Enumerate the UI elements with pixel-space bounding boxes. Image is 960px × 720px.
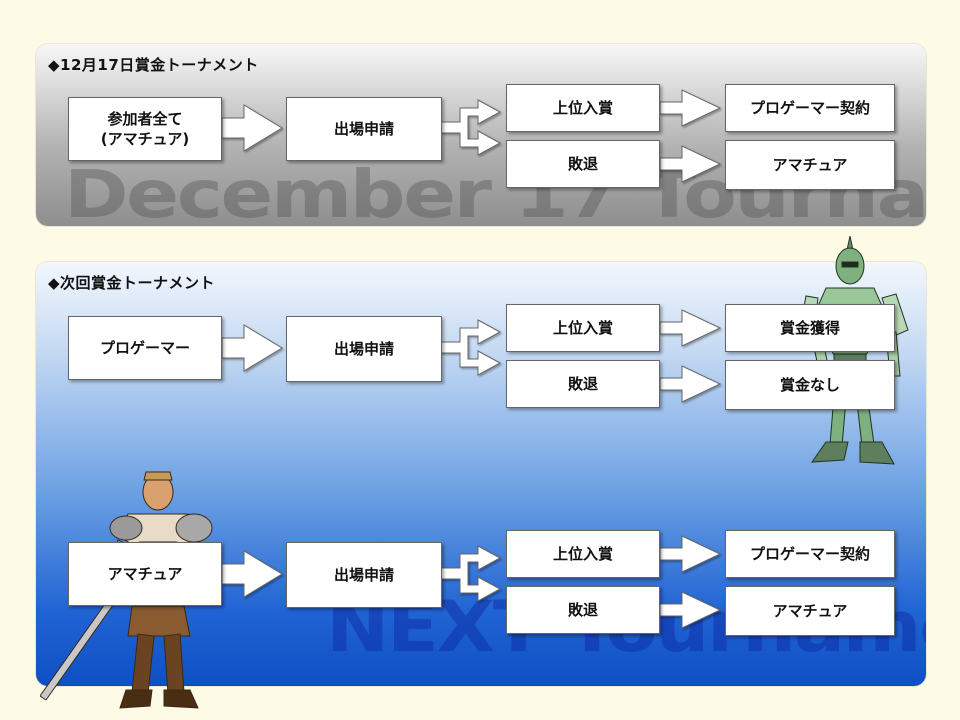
lose-result-box-3: アマチュア [725, 586, 895, 636]
apply-box-3: 出場申請 [286, 542, 442, 608]
apply-box-2: 出場申請 [286, 316, 442, 382]
lose-box-3: 敗退 [506, 586, 660, 634]
arrow-source-to-apply-1 [221, 104, 283, 152]
next-tournament-title: ◆次回賞金トーナメント [48, 274, 216, 292]
arrow-win-result-3 [659, 535, 722, 573]
source-box-amateur: アマチュア [68, 542, 222, 606]
arrow-lose-result-1 [659, 145, 722, 183]
apply-box-1: 出場申請 [286, 97, 442, 161]
arrow-branch-3 [440, 545, 502, 602]
lose-box-2: 敗退 [506, 360, 660, 408]
win-box-3: 上位入賞 [506, 530, 660, 578]
arrow-source-to-apply-2 [221, 324, 283, 372]
december-tournament-title: ◆12月17日賞金トーナメント [48, 56, 259, 74]
arrow-lose-result-2 [659, 365, 722, 403]
arrow-branch-1 [440, 99, 502, 156]
source-box-all-participants: 参加者全て (アマチュア) [68, 97, 222, 161]
win-box-2: 上位入賞 [506, 304, 660, 352]
win-result-box-3: プロゲーマー契約 [725, 530, 895, 578]
lose-result-box-2: 賞金なし [725, 360, 895, 410]
win-result-box-2: 賞金獲得 [725, 304, 895, 352]
source-box-progamer: プロゲーマー [68, 316, 222, 380]
arrow-win-result-2 [659, 309, 722, 347]
lose-result-box-1: アマチュア [725, 140, 895, 190]
lose-box-1: 敗退 [506, 140, 660, 188]
arrow-branch-2 [440, 319, 502, 376]
win-result-box-1: プロゲーマー契約 [725, 84, 895, 132]
arrow-win-result-1 [659, 89, 722, 127]
arrow-source-to-apply-3 [221, 550, 283, 598]
win-box-1: 上位入賞 [506, 84, 660, 132]
arrow-lose-result-3 [659, 591, 722, 629]
